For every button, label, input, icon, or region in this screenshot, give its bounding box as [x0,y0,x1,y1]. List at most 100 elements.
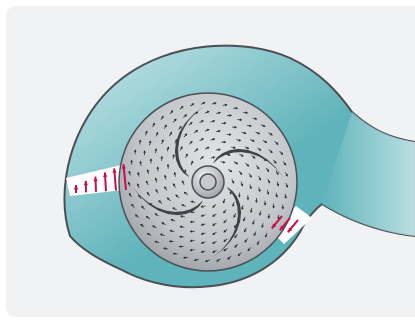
flow-field-arrowhead [204,259,208,263]
flow-field-arrowhead [228,133,232,136]
flow-field-arrowhead [143,150,146,153]
flow-field-arrowhead [154,213,158,216]
flow-field-arrowhead [200,241,204,244]
flow-field-arrowhead [190,140,193,144]
flow-field-arrowhead [249,124,252,127]
flow-field-arrowhead [164,186,167,189]
flow-field-arrowhead [193,258,197,262]
flow-field-arrowhead [189,239,193,243]
flow-field-arrowhead [212,241,215,244]
inlet-flow-arrow-head [83,180,88,186]
flow-field-arrowhead [161,222,164,225]
flow-field-arrowhead [138,139,142,143]
flow-field-arrowhead [250,210,253,214]
flow-field-arrowhead [206,146,210,150]
flow-field-arrowhead [152,225,155,228]
flow-field-arrowhead [264,234,268,238]
flow-field-arrowhead [179,125,182,129]
flow-field-arrowhead [200,223,204,226]
flow-field-arrowhead [240,183,244,187]
flow-field-arrowhead [276,172,279,176]
flow-field-arrowhead [164,124,167,128]
flow-field-arrowhead [227,153,231,157]
flow-field-arrowhead [249,186,252,190]
flow-field-arrowhead [130,159,133,163]
inlet-flow-arrow-head [121,164,126,169]
flow-field-arrowhead [191,103,195,106]
flow-field-arrowhead [258,178,261,181]
flow-field-arrowhead [249,175,252,178]
flow-field-arrowhead [146,233,150,236]
flow-field-arrowhead [183,169,187,172]
flow-field-arrowhead [241,207,244,210]
flow-field-arrowhead [195,148,199,151]
flow-field-arrowhead [137,171,140,175]
flow-field-arrowhead [170,218,174,222]
flow-field-arrowhead [212,232,215,235]
flow-field-arrowhead [182,256,186,259]
impeller-hub-bore [199,173,217,191]
flow-field-arrowhead [256,166,260,170]
flow-field-arrowhead [201,120,204,123]
flow-field-arrowhead [280,152,284,155]
flow-field-arrowhead [246,197,250,201]
flow-field-arrowhead [213,102,217,105]
flow-field-arrowhead [146,169,150,172]
flow-field-arrowhead [238,138,242,142]
flow-field-arrowhead [266,169,270,173]
flow-field-arrowhead [261,225,264,229]
flow-field-arrowhead [134,214,138,217]
flow-field-arrowhead [270,132,273,136]
inlet-flow-arrow-head [93,176,98,182]
flow-field-arrowhead [166,197,170,200]
inlet-flow-arrow-head [103,172,108,178]
flow-field-arrowhead [166,163,170,167]
flow-field-arrowhead [218,111,222,115]
flow-field-arrowhead [262,124,266,127]
flow-field-arrowhead [141,205,144,209]
flow-field-arrowhead [233,215,236,218]
flow-field-arrowhead [156,166,160,170]
flow-field-arrowhead [252,222,255,225]
flow-field-arrowhead [206,110,210,114]
flow-field-arrowhead [264,140,268,144]
flow-field-arrowhead [172,154,175,157]
flow-field-arrowhead [283,162,287,166]
flow-field-arrowhead [148,140,152,144]
flow-field-arrowhead [238,194,241,198]
flow-field-arrowhead [245,111,249,114]
flow-field-arrowhead [212,250,215,253]
flow-field-arrowhead [152,122,155,126]
flow-field-arrowhead [232,204,235,207]
flow-field-arrowhead [173,171,177,175]
flow-field-arrowhead [212,214,215,217]
flow-field-arrowhead [190,160,194,164]
flow-field-arrowhead [224,103,228,107]
flow-field-arrowhead [252,139,255,142]
flow-field-arrowhead [168,240,172,243]
flow-field-arrowhead [161,139,164,142]
flow-field-arrowhead [161,115,164,119]
flow-field-arrowhead [146,191,150,195]
flow-field-arrowhead [275,142,279,145]
flow-field-arrowhead [159,233,163,236]
flow-field-arrowhead [243,218,246,222]
flow-field-arrowhead [229,169,233,173]
flow-field-arrowhead [233,225,237,229]
flow-field-arrowhead [184,133,188,136]
flow-field-arrowhead [189,248,193,252]
flow-field-arrowhead [183,191,187,195]
flow-field-arrowhead [178,245,182,248]
flow-field-arrowhead [212,156,216,159]
flow-field-arrowhead [180,215,183,218]
flow-field-arrowhead [223,140,227,144]
flow-field-arrowhead [223,248,227,252]
outlet-duct [322,112,415,236]
flow-field-arrowhead [258,189,261,193]
flow-field-arrowhead [206,128,210,132]
flow-field-arrowhead [180,105,184,109]
flow-field-arrowhead [202,102,206,105]
flow-field [127,102,289,263]
